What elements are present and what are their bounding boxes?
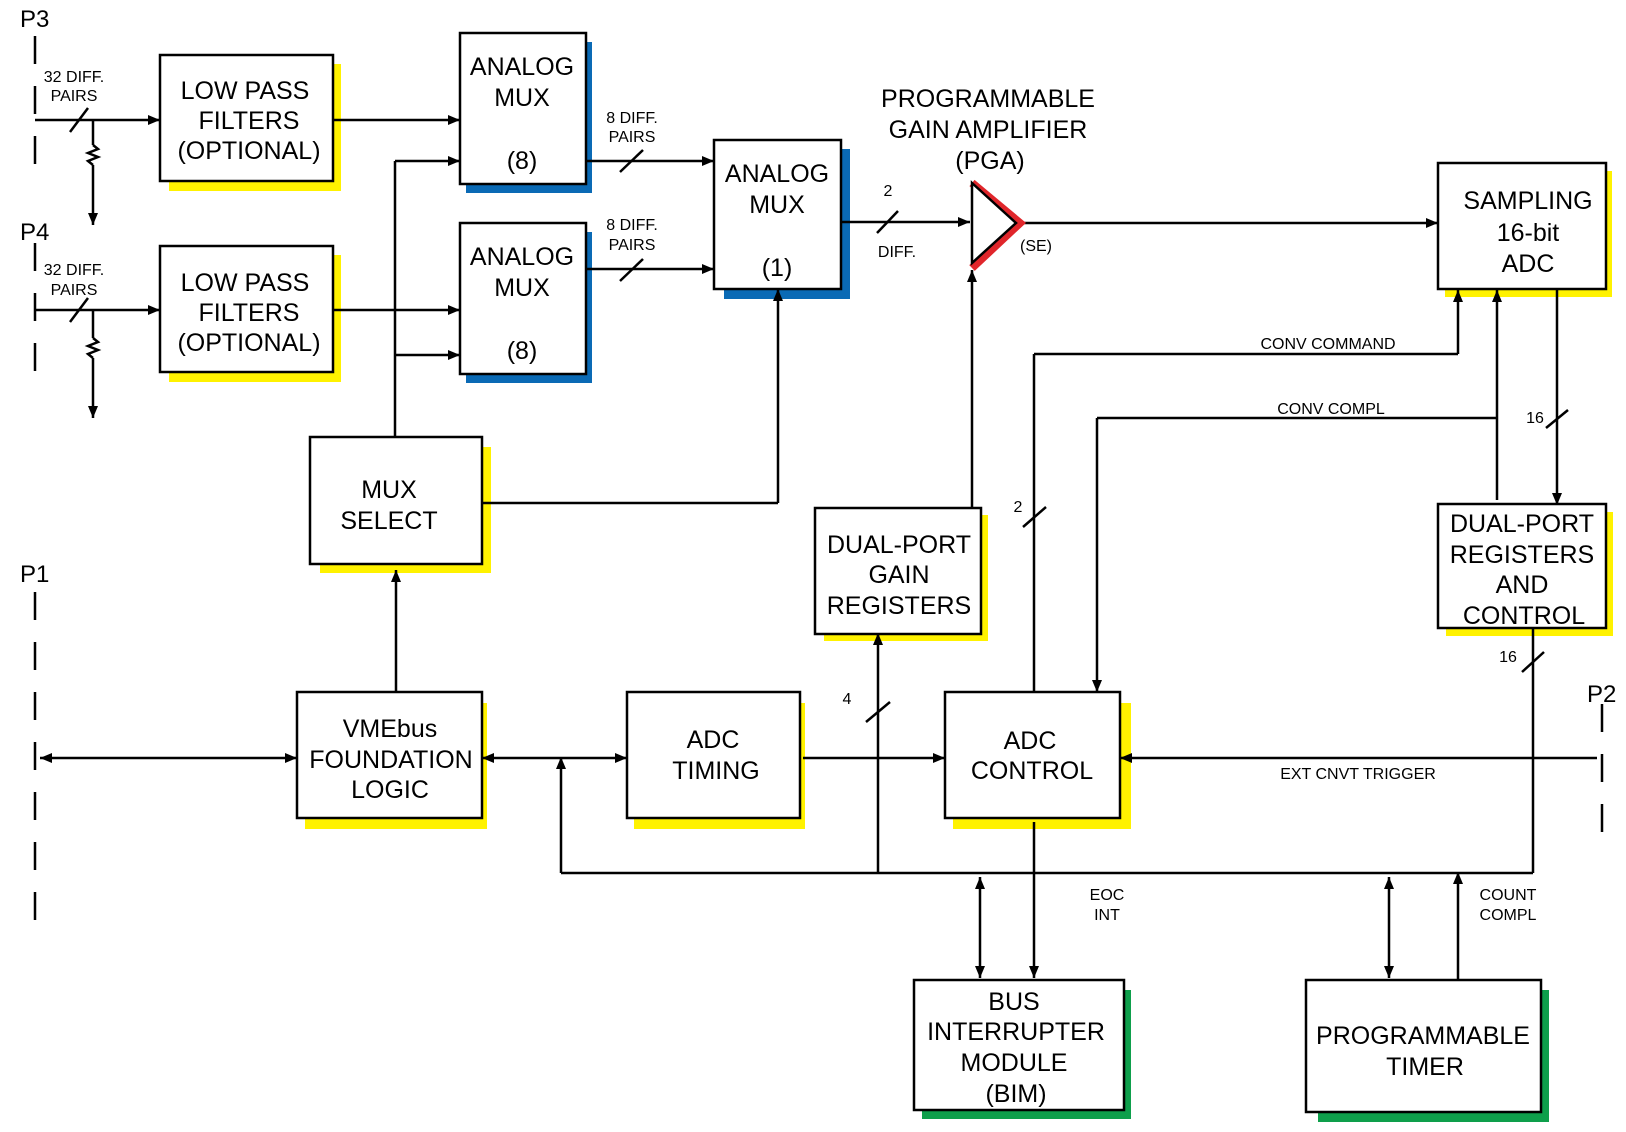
pga-title-line1: PROGRAMMABLE xyxy=(881,85,1095,113)
vme-line3: LOGIC xyxy=(351,776,429,804)
mux-select-line2: SELECT xyxy=(340,507,437,535)
dp-regs-line1: DUAL-PORT xyxy=(1450,510,1594,538)
mux8a-pairs-line2: PAIRS xyxy=(609,129,656,146)
port-p3-label: P3 xyxy=(20,6,49,33)
pga-title-line2: GAIN AMPLIFIER xyxy=(889,116,1088,144)
mux8b-line2: MUX xyxy=(494,274,550,302)
p4-pairs-line2: PAIRS xyxy=(51,282,98,299)
port-p4-label: P4 xyxy=(20,219,49,246)
lpf2-line1: LOW PASS xyxy=(181,269,310,297)
pga-se-label: (SE) xyxy=(1020,238,1052,255)
conv-compl-label: CONV COMPL xyxy=(1277,401,1385,418)
mux8a-line2: MUX xyxy=(494,84,550,112)
dp-bus-width-label: 16 xyxy=(1499,649,1517,666)
bim-line3: MODULE xyxy=(961,1049,1068,1077)
wires xyxy=(35,107,1597,980)
p3-pairs-line2: PAIRS xyxy=(51,88,98,105)
blocks xyxy=(158,31,1608,1114)
adc-line3: ADC xyxy=(1502,250,1555,278)
mux8a-box xyxy=(458,31,588,186)
lpf1-line3: (OPTIONAL) xyxy=(177,137,320,165)
p3-pairs-line1: 32 DIFF. xyxy=(44,69,104,86)
p4-pairs-line1: 32 DIFF. xyxy=(44,262,104,279)
mux8a-line1: ANALOG xyxy=(470,53,574,81)
dp-regs-line2: REGISTERS xyxy=(1450,541,1594,569)
conv-command-label: CONV COMMAND xyxy=(1260,336,1395,353)
dp-regs-line4: CONTROL xyxy=(1463,602,1585,630)
adc-line2: 16-bit xyxy=(1497,219,1560,247)
lpf2-line2: FILTERS xyxy=(199,299,300,327)
mux8a-count: (8) xyxy=(507,147,538,175)
adc-box xyxy=(1436,161,1608,291)
vme-line1: VMEbus xyxy=(343,715,437,743)
port-p2-label: P2 xyxy=(1587,681,1616,708)
gain-regs-line3: REGISTERS xyxy=(827,592,971,620)
eoc-label: EOC xyxy=(1090,887,1125,904)
vme-line2: FOUNDATION xyxy=(309,746,472,774)
conv-bus-width-label: 2 xyxy=(1014,499,1023,516)
gain-regs-box xyxy=(813,506,983,636)
mux8b-box xyxy=(458,221,588,376)
mux8b-count: (8) xyxy=(507,337,538,365)
adc-control-box xyxy=(943,690,1122,820)
gain-bus-width-label: 4 xyxy=(843,691,852,708)
timer-line1: PROGRAMMABLE xyxy=(1316,1022,1530,1050)
mux-select-line1: MUX xyxy=(361,476,417,504)
pga-title-line3: (PGA) xyxy=(955,147,1024,175)
bim-line4: (BIM) xyxy=(985,1080,1046,1108)
signal-labels: 32 DIFF. PAIRS 32 DIFF. PAIRS 8 DIFF. PA… xyxy=(44,69,1544,924)
diff-label: DIFF. xyxy=(878,244,916,261)
mux-select-box xyxy=(308,435,484,566)
dp-regs-box xyxy=(1436,502,1608,630)
mux1-count: (1) xyxy=(762,254,793,282)
adc-control-line1: ADC xyxy=(1004,727,1057,755)
mux1-line2: MUX xyxy=(749,191,805,219)
mux8b-pairs-line2: PAIRS xyxy=(609,237,656,254)
lpf2-line3: (OPTIONAL) xyxy=(177,329,320,357)
count-label: COUNT xyxy=(1480,887,1537,904)
bim-line1: BUS xyxy=(988,988,1039,1016)
ext-trigger-label: EXT CNVT TRIGGER xyxy=(1280,766,1436,783)
lpf1-line1: LOW PASS xyxy=(181,77,310,105)
diff-count-label: 2 xyxy=(884,183,893,200)
mux1-box xyxy=(712,138,843,291)
mux8b-line1: ANALOG xyxy=(470,243,574,271)
mux8b-pairs-line1: 8 DIFF. xyxy=(606,217,658,234)
port-p1-label: P1 xyxy=(20,561,49,588)
pga-amplifier xyxy=(969,179,1027,271)
int-label: INT xyxy=(1094,907,1120,924)
adc-timing-line2: TIMING xyxy=(672,757,760,785)
block-labels: LOW PASS FILTERS (OPTIONAL) LOW PASS FIL… xyxy=(177,53,1594,1108)
vme-box xyxy=(295,690,484,820)
mux8a-pairs-line1: 8 DIFF. xyxy=(606,110,658,127)
mux1-line1: ANALOG xyxy=(725,160,829,188)
lpf1-line2: FILTERS xyxy=(199,107,300,135)
adc-line1: SAMPLING xyxy=(1463,187,1592,215)
gain-regs-line1: DUAL-PORT xyxy=(827,531,971,559)
adc-control-line2: CONTROL xyxy=(971,757,1093,785)
compl-label: COMPL xyxy=(1480,907,1537,924)
timer-box xyxy=(1304,978,1543,1114)
bim-box xyxy=(912,978,1126,1112)
adc-timing-line1: ADC xyxy=(687,726,740,754)
lpf1-box xyxy=(158,53,335,183)
bim-line2: INTERRUPTER xyxy=(927,1018,1105,1046)
adc-timing-box xyxy=(625,690,802,820)
dp-regs-line3: AND xyxy=(1496,571,1549,599)
lpf2-box xyxy=(158,244,335,374)
adc-bus-width-label: 16 xyxy=(1526,410,1544,427)
timer-line2: TIMER xyxy=(1386,1053,1464,1081)
gain-regs-line2: GAIN xyxy=(868,561,929,589)
